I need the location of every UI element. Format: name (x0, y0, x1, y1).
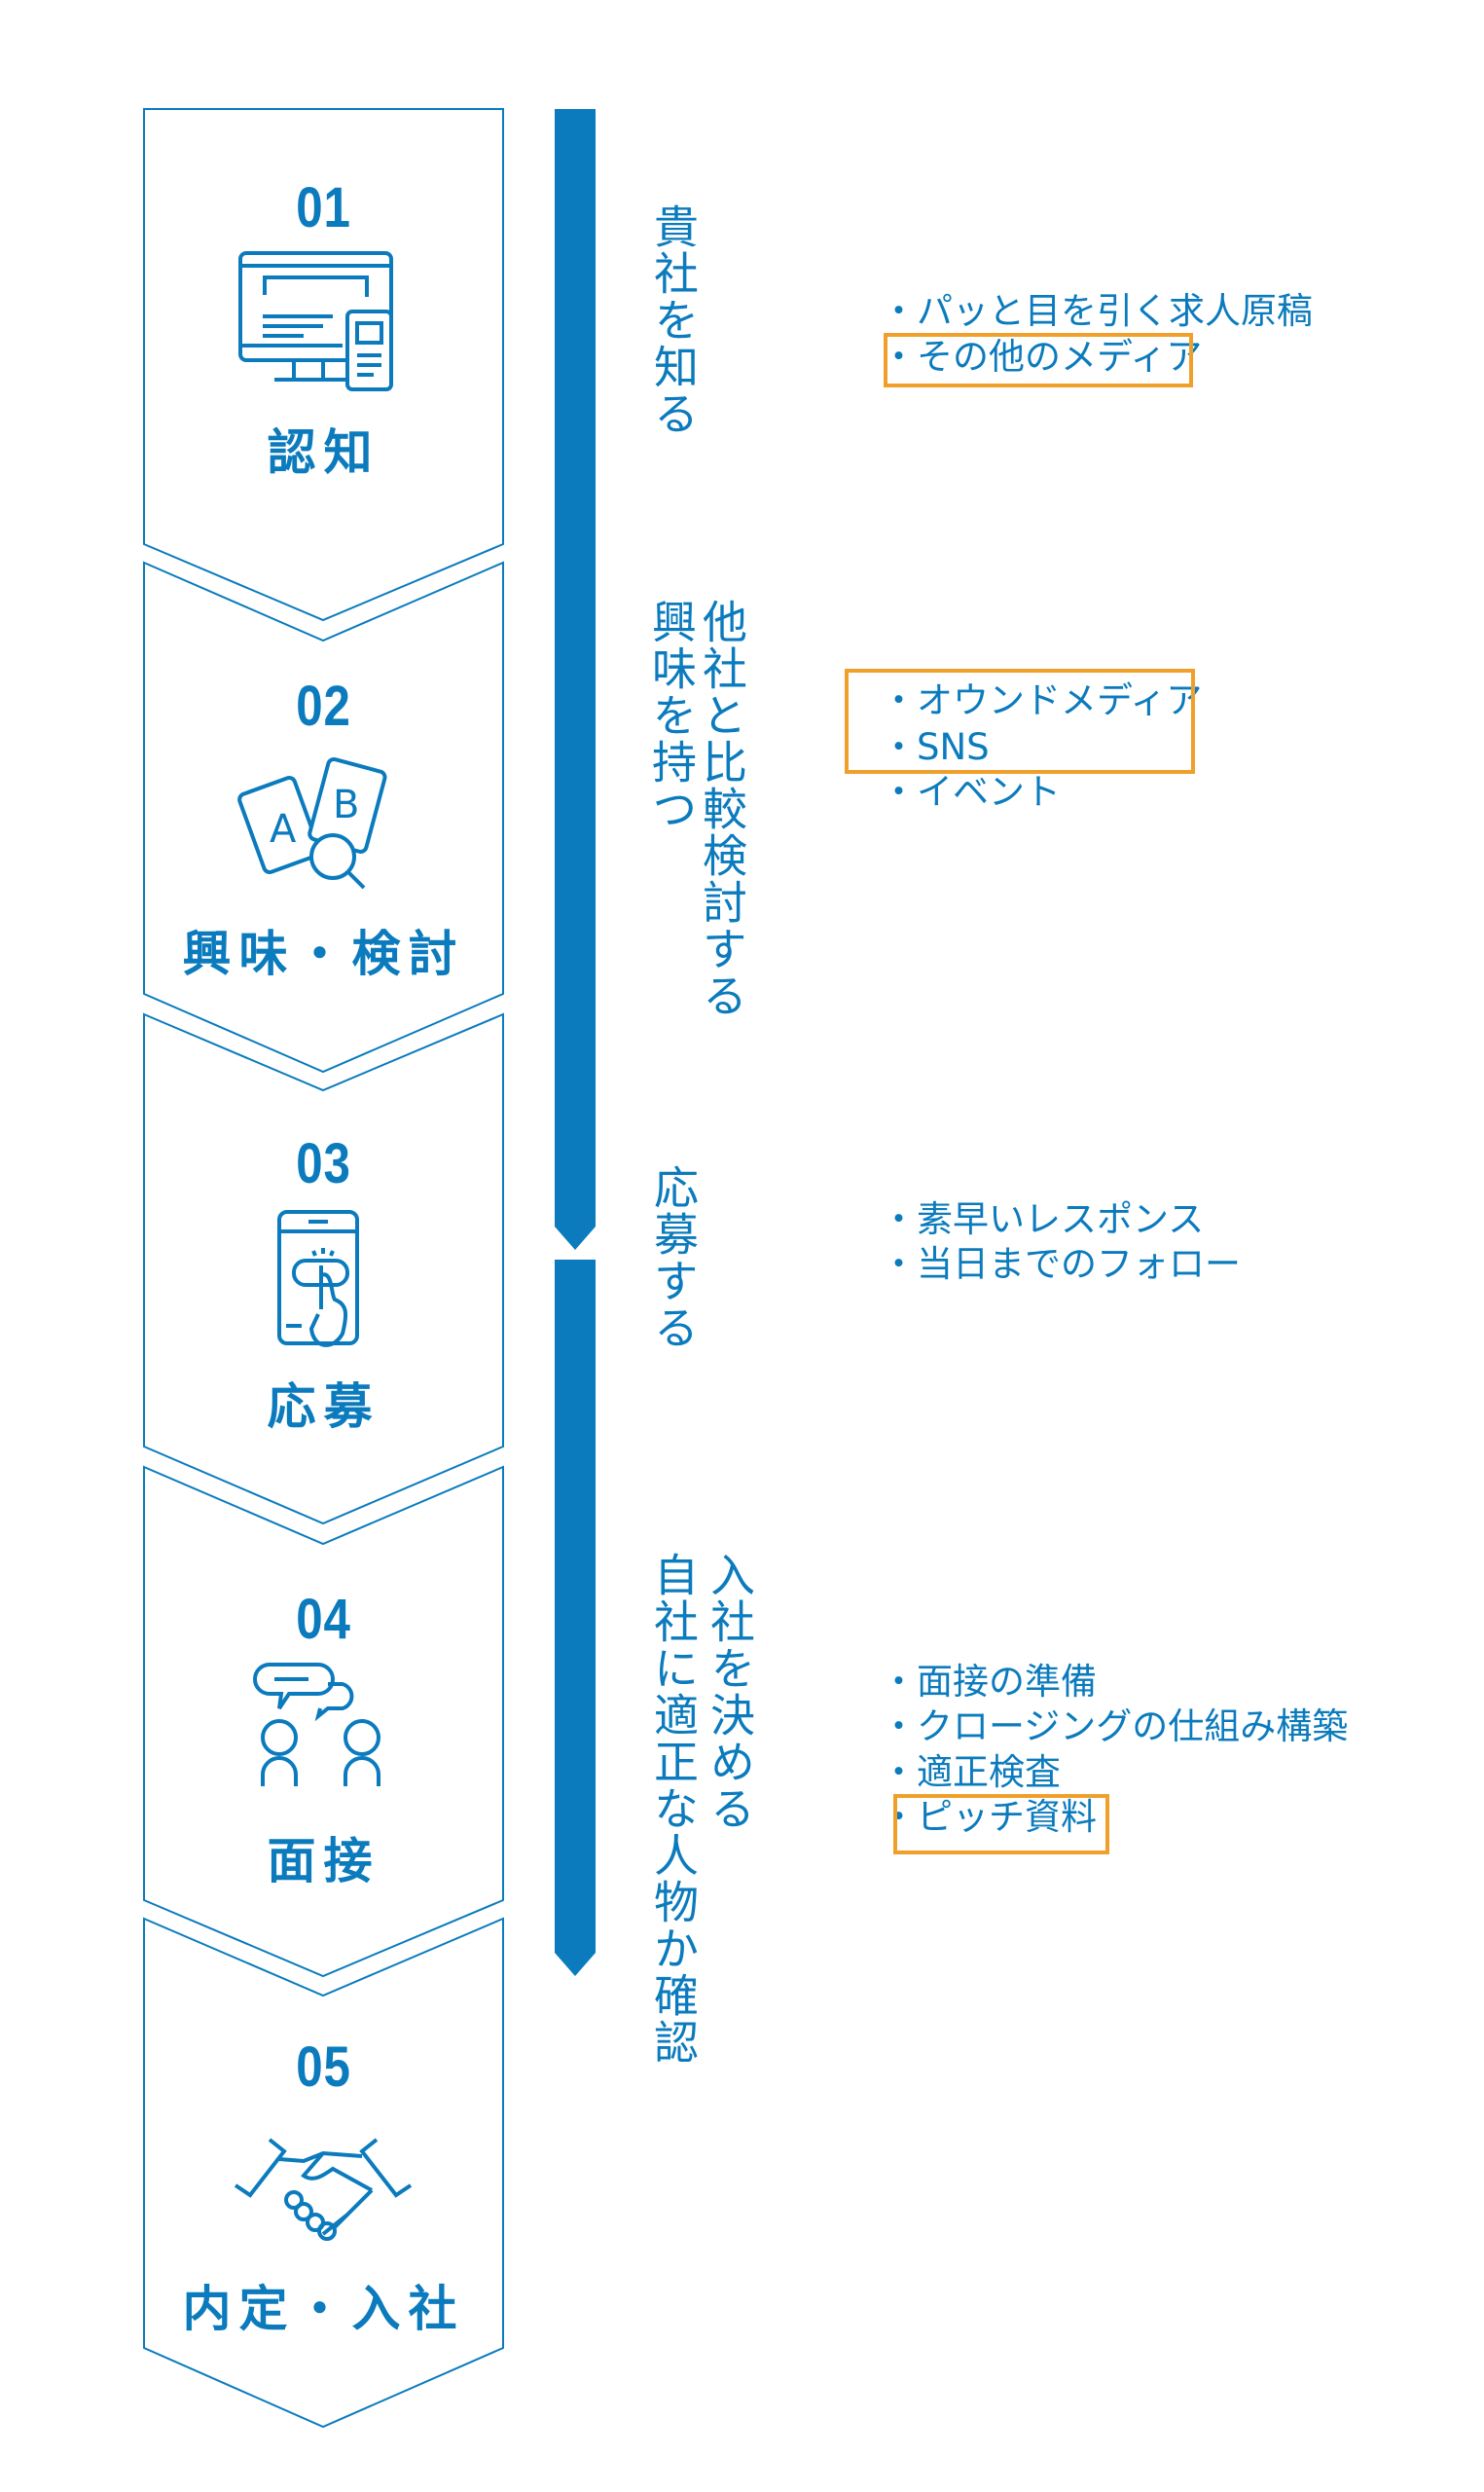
phone-tap-icon (277, 1210, 359, 1347)
computer-and-phone-icon (238, 251, 393, 391)
step-number-2: 02 (296, 675, 351, 738)
timeline-bar-1 (555, 109, 596, 1250)
step-label-3: 応募 (267, 1378, 380, 1435)
two-people-talking-icon (253, 1663, 380, 1786)
bullet-item: ・素早いレスポンス (881, 1198, 1205, 1240)
step-number-3: 03 (296, 1132, 351, 1195)
ab-cards-magnifier-icon: A B (237, 757, 387, 890)
step-label-2: 興味・検討 (182, 926, 465, 982)
step-panel-1 (143, 108, 504, 622)
handshake-icon (234, 2138, 413, 2241)
step-number-5: 05 (296, 2035, 351, 2099)
phase-get-interested: 興味を持つ (645, 599, 698, 832)
phase-confirm-fit: 自社に適正な人物か確認 (647, 1552, 700, 2066)
bullet-item: ・SNS (881, 726, 990, 768)
svg-text:A: A (270, 807, 297, 852)
highlight-box (845, 669, 1195, 774)
phase-know-company: 貴社を知る (647, 203, 700, 437)
bullet-item: ・オウンドメディア (881, 679, 1203, 721)
step-label-1: 認知 (267, 424, 380, 481)
highlight-box (884, 333, 1193, 387)
bullet-item: ・イベント (881, 771, 1061, 813)
step-panel-4 (143, 1465, 504, 1978)
bullet-item: ・適正検査 (881, 1751, 1061, 1793)
step-label-4: 面接 (267, 1833, 380, 1889)
bullet-item: ・その他のメディア (881, 336, 1203, 378)
phase-compare-others: 他社と比較検討する (696, 599, 748, 1019)
step-panel-5 (143, 1917, 504, 2429)
step-panel-3 (143, 1012, 504, 1525)
bullet-item: ・当日までのフォロー (881, 1243, 1241, 1285)
step-number-1: 01 (296, 176, 351, 239)
step-number-4: 04 (296, 1588, 351, 1651)
bullet-item: ・クロージングの仕組み構築 (881, 1705, 1349, 1747)
step-label-5: 内定・入社 (182, 2281, 465, 2337)
phase-apply: 応募する (647, 1164, 700, 1351)
bullet-item: ・面接の準備 (881, 1661, 1097, 1703)
bullet-item: ・ピッチ資料 (881, 1796, 1097, 1838)
highlight-box (893, 1794, 1109, 1854)
step-panel-2 (143, 561, 504, 1074)
bullet-item: ・パッと目を引く求人原稿 (881, 290, 1313, 332)
svg-text:B: B (333, 783, 359, 827)
timeline-bar-2 (555, 1260, 596, 1976)
phase-decide-join: 入社を決める (704, 1552, 756, 1832)
